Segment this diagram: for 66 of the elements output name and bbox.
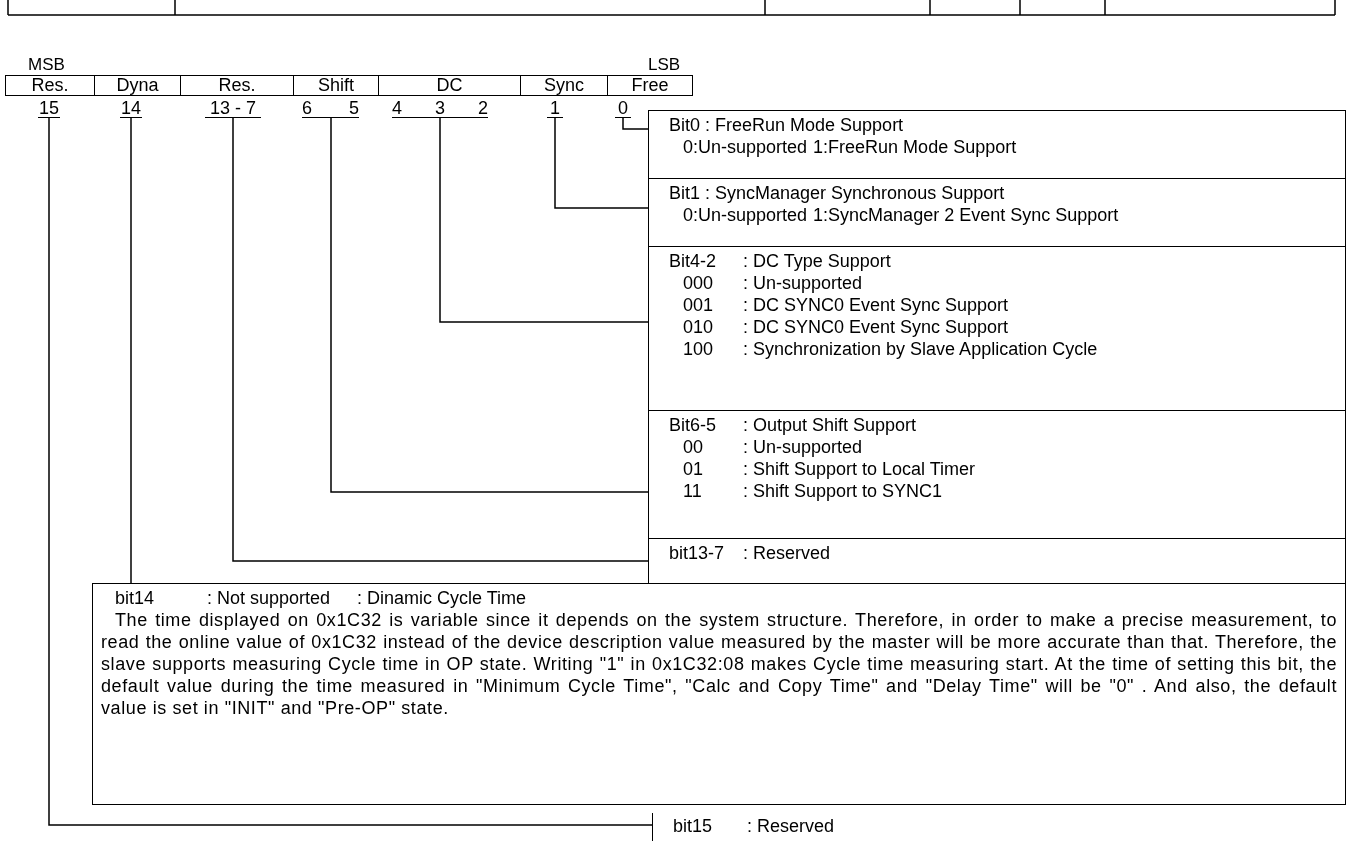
bit-number: 6: [302, 100, 312, 117]
leader-line: [130, 117, 132, 584]
value-text: 01: [682, 458, 705, 480]
value-text: 0:Un-supported: [683, 137, 808, 157]
description-heading: : Reserved: [747, 815, 836, 837]
description-box: [648, 178, 1346, 247]
leader-line: [439, 117, 649, 323]
description-heading: Bit4-2: [669, 250, 718, 272]
bit-number: 15: [38, 100, 60, 118]
value-text: : Synchronization by Slave Application Cycle: [743, 338, 1099, 360]
description-heading: : DC Type Support: [743, 250, 892, 272]
bit-number-group: [302, 100, 359, 118]
value-text: 00: [682, 436, 705, 458]
field-cell: Res.: [180, 75, 294, 96]
value-text: : Un-supported: [743, 272, 864, 294]
bit-number: 13 - 7: [205, 100, 261, 118]
description-box: [648, 110, 1346, 179]
leader-line: [232, 117, 649, 562]
bit-number: 3: [435, 100, 445, 117]
field-cell: Sync: [520, 75, 608, 96]
value-text: 11: [682, 480, 703, 502]
description-box: [648, 538, 1346, 584]
description-box: [92, 583, 1346, 805]
value-text: 1:FreeRun Mode Support: [813, 137, 1017, 157]
value-text: : Shift Support to Local Timer: [743, 458, 977, 480]
value-text: : Un-supported: [743, 436, 864, 458]
description-heading: bit15: [673, 815, 714, 837]
field-cell: Dyna: [94, 75, 181, 96]
description-box: [648, 246, 1346, 411]
bit-number: 4: [392, 100, 402, 117]
bit-number: 5: [349, 100, 359, 117]
description-box: [648, 410, 1346, 539]
value-text: 001: [682, 294, 715, 316]
leader-line: [554, 117, 649, 209]
bit-order-label: LSB: [648, 56, 681, 74]
bit-number: 0: [615, 100, 631, 118]
value-text: : Shift Support to SYNC1: [743, 480, 944, 502]
description-heading: : Dinamic Cycle Time: [357, 587, 527, 609]
bit-number-group: [392, 100, 488, 118]
value-text: 1:SyncManager 2 Event Sync Support: [813, 205, 1119, 225]
bit-number: 1: [547, 100, 563, 118]
leader-line: [330, 117, 649, 493]
description-heading: bit14: [115, 587, 156, 609]
value-text: 010: [682, 316, 715, 338]
description-heading: Bit0 : FreeRun Mode Support: [669, 115, 904, 135]
leader-line: [48, 117, 653, 826]
value-text: 0:Un-supported: [683, 205, 808, 225]
description-heading: : Output Shift Support: [743, 414, 918, 436]
description-heading: : Reserved: [743, 542, 832, 564]
value-text: 100: [682, 338, 715, 360]
bit-number: 2: [477, 100, 488, 117]
description-heading: Bit1 : SyncManager Synchronous Support: [669, 183, 1005, 203]
field-cell: Res.: [5, 75, 95, 96]
description-heading: Bit6-5: [669, 414, 718, 436]
value-text: 000: [682, 272, 715, 294]
description-heading: bit13-7: [669, 542, 726, 564]
field-cell: DC: [378, 75, 521, 96]
leader-line: [622, 117, 649, 130]
field-cell: Shift: [293, 75, 379, 96]
bit-order-label: MSB: [28, 56, 65, 74]
value-text: : DC SYNC0 Event Sync Support: [743, 294, 1010, 316]
description-paragraph: The time displayed on 0x1C32 is variable since it depends on the system structure. Therefore, in order to make a precise measurement, to read the online value of 0x1C32 instead of the device description value measured by the master will be more accurate than that. Therefore, the slave supports measuring Cycle time in OP state. Writing "1" in 0x1C32:08 makes Cycle time measuring start. At the time of setting this bit, the default value during the time measured in "Minimum Cycle Time", "Calc and Copy Time" and "Delay Time" will be "0" . And also, the default value is set in "INIT" and "Pre-OP" state.: [101, 609, 1337, 719]
value-text: : DC SYNC0 Event Sync Support: [743, 316, 1010, 338]
bit-number: 14: [120, 100, 142, 118]
description-heading: : Not supported: [207, 587, 332, 609]
field-cell: Free: [607, 75, 693, 96]
